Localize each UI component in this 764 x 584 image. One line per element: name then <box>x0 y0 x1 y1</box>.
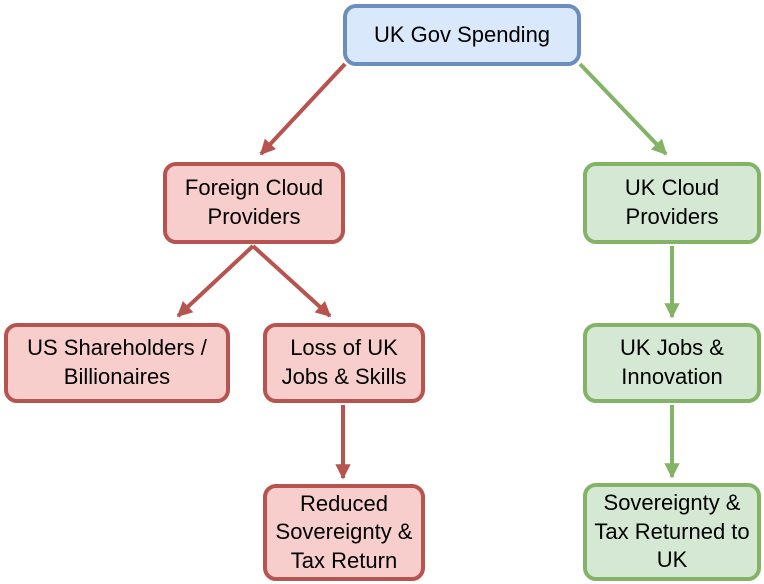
edge-gov-to-foreign-cloud <box>259 62 347 156</box>
edge-foreign-to-shareholders <box>176 244 255 318</box>
node-us-shareholders-billionaires: US Shareholders / Billionaires <box>4 323 230 403</box>
node-uk-gov-spending: UK Gov Spending <box>343 4 581 66</box>
node-uk-jobs-innovation: UK Jobs & Innovation <box>583 323 761 403</box>
node-foreign-cloud-providers: Foreign Cloud Providers <box>163 162 345 244</box>
edge-foreign-to-loss-jobs <box>251 244 332 318</box>
node-loss-of-uk-jobs-skills: Loss of UK Jobs & Skills <box>263 323 425 403</box>
node-reduced-sovereignty-tax-return: Reduced Sovereignty & Tax Return <box>263 484 425 581</box>
node-sovereignty-tax-returned-to-uk: Sovereignty & Tax Returned to UK <box>583 483 761 581</box>
node-uk-cloud-providers: UK Cloud Providers <box>583 162 761 244</box>
edge-gov-to-uk-cloud <box>578 62 668 156</box>
